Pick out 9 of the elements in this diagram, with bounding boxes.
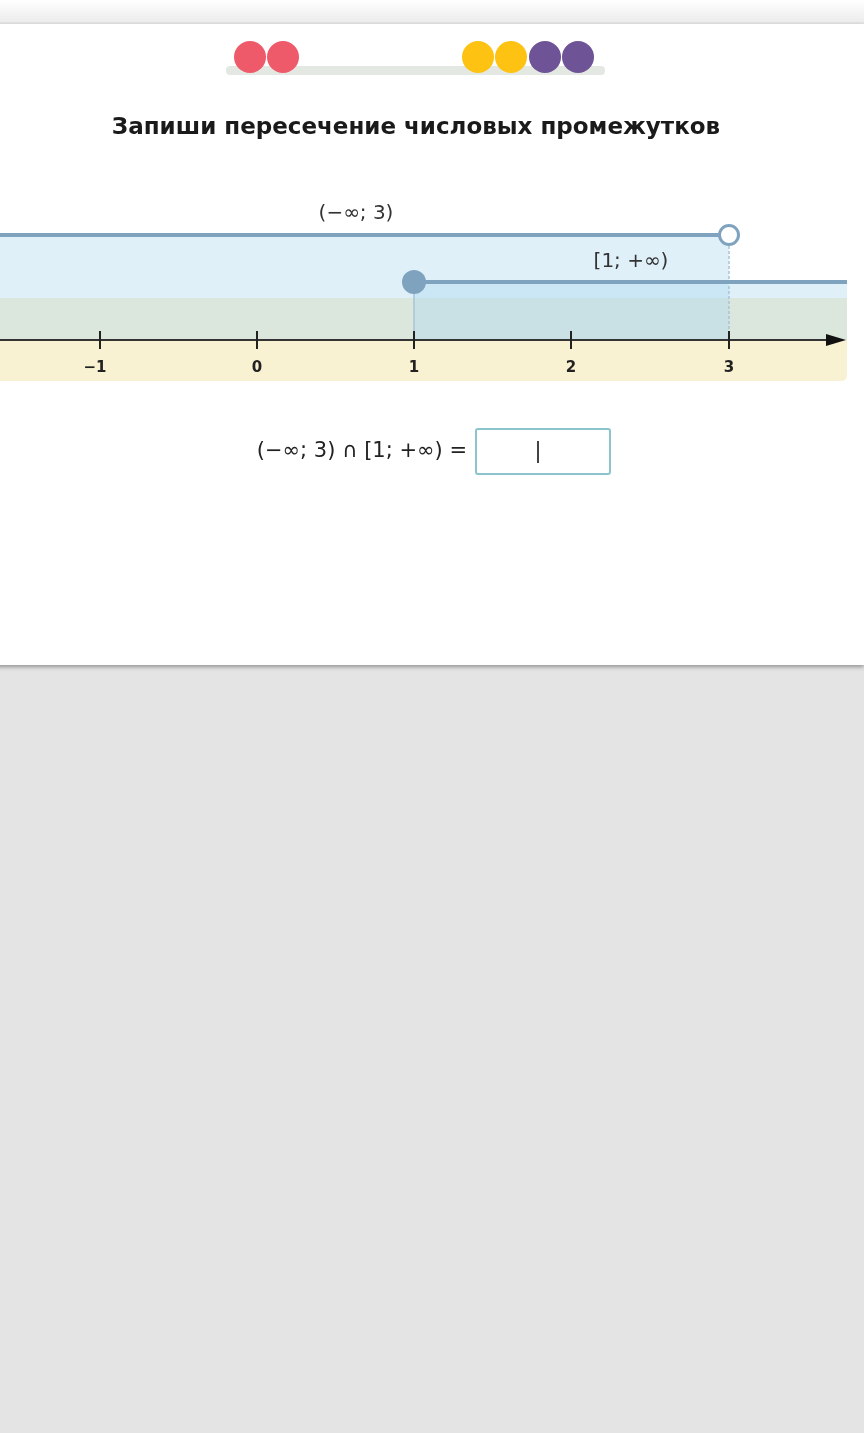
- interval-label: (−∞; 3): [318, 200, 394, 224]
- tick-label: 1: [408, 359, 420, 377]
- equation-text: (−∞; 3) ∩ [1; +∞) =: [256, 437, 467, 463]
- interval-label: [1; +∞): [593, 248, 669, 272]
- tick-label: 2: [565, 359, 577, 377]
- tick-label: 0: [251, 359, 263, 377]
- task-title: Запиши пересечение числовых промежутков: [111, 112, 721, 140]
- tick-label: −1: [83, 359, 107, 377]
- tick-label: 3: [723, 359, 735, 377]
